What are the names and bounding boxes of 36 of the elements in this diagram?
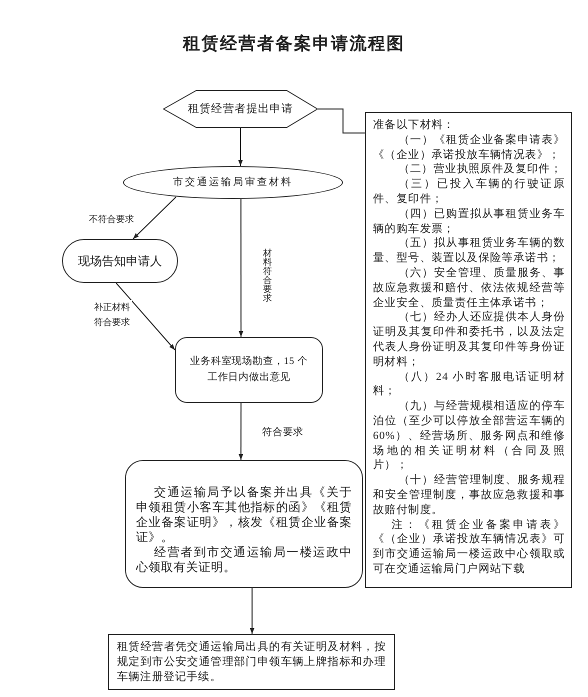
edge-label: 不符合要求: [89, 213, 134, 225]
process-ellipse: [123, 166, 343, 199]
arrow: [132, 196, 176, 240]
rounded-box: [175, 337, 323, 403]
list-item: （十）经营管理制度、服务规程和安全管理制度，事故应急救援和事故赔付制度。: [373, 473, 565, 518]
list-item: （五）拟从事租赁业务车辆的数量、型号、装置以及保险等承诺书；: [373, 236, 565, 266]
note-text: 注：《租赁企业备案申请表》《（企业）承诺投放车辆情况表》可到市交通运输局一楼运政中心领取或可在交通运输局门户网站下载: [373, 518, 565, 577]
list-item: （四）已购置拟从事租赁业务车辆的购车发票；: [373, 206, 565, 236]
edge-label: 材料符合要求: [263, 249, 272, 303]
list-item: （一）《租赁企业备案申请表》《（企业）承诺投放车辆情况表》；: [373, 132, 565, 162]
list-item: （三）已投入车辆的行驶证原件、复印件；: [373, 177, 565, 207]
arrow: [250, 588, 254, 634]
list-item: （六）安全管理、质量服务、事故应急救援和赔付、依法依规经营等企业安全、质量责任主体承诺书；: [373, 266, 565, 310]
title: 租赁经营者备案申请流程图: [183, 33, 405, 55]
process-box: [108, 634, 395, 690]
node-text: 租赁经营者凭交通运输局出具的有关证明及材料，按规定到市公安交通管理部门申领车辆上牌指标和办理车辆注册登记手续。: [117, 640, 386, 685]
node-text: 交通运输局予以备案并出具《关于申领租赁小客车其他指标的函》《租赁企业备案证明》，核发《租赁企业备案证》。: [136, 485, 352, 545]
start-hexagon: [163, 90, 318, 128]
list-item: （八）24 小时客服电话证明材料；: [373, 370, 565, 400]
note-box: [365, 112, 572, 588]
arrow: [238, 402, 244, 460]
connector-line: [318, 108, 366, 134]
list-item: （九）与经营规模相适应的停车泊位（至少可以停放全部营运车辆的60%）、经营场所、服务网点和维修场地的相关证明材料（合同及照片）；: [373, 399, 565, 474]
rounded-box: [62, 239, 178, 283]
list-item: （七）经办人还应提供本人身份证明及其复印件和委托书，以及法定代表人身份证明及其复印件等身份证明材料；: [373, 310, 565, 370]
list-item: （二）营业执照原件及复印件；: [397, 162, 564, 178]
node-text: 租赁经营者提出申请: [188, 102, 294, 116]
node-text: 现场告知申请人: [78, 254, 162, 268]
node-text: 业务科室现场勘查，15 个工作日内做出意见: [189, 354, 309, 385]
rounded-box: [125, 460, 363, 588]
arrow: [116, 282, 176, 350]
arrow: [238, 128, 243, 166]
node-text: 市交通运输局审查材料: [173, 176, 293, 190]
node-text: 经营者到市交通运输局一楼运政中心领取有关证明。: [136, 545, 352, 575]
list-heading: 准备以下材料：: [373, 118, 456, 133]
arrow: [238, 198, 244, 338]
